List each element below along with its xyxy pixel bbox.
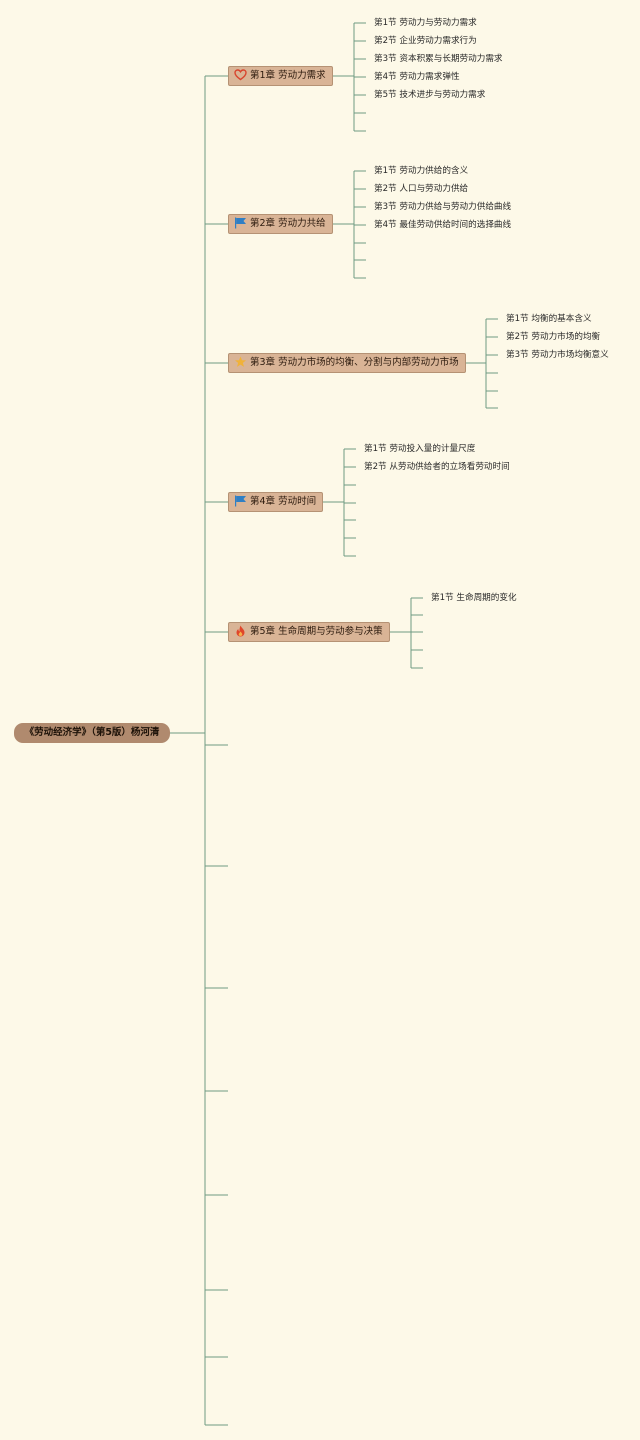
- section-node[interactable]: 第1节 劳动力供给的含义: [374, 166, 469, 176]
- section-node[interactable]: 第2节 企业劳动力需求行为: [374, 36, 477, 46]
- chapter-node-4[interactable]: 第4章 劳动时间: [228, 492, 324, 512]
- chapter-node-3[interactable]: 第3章 劳动力市场的均衡、分割与内部劳动力市场: [228, 353, 466, 373]
- chapter-node-5[interactable]: 第5章 生命周期与劳动参与决策: [228, 622, 390, 642]
- section-node[interactable]: 第1节 均衡的基本含义: [506, 314, 592, 324]
- chapter-node-2[interactable]: 第2章 劳动力共给: [228, 214, 333, 234]
- chapter-label: 第5章 生命周期与劳动参与决策: [250, 626, 383, 637]
- root-node[interactable]: 《劳动经济学》（第5版）杨河清: [14, 723, 170, 743]
- heart-icon: [234, 69, 247, 81]
- section-node[interactable]: 第3节 劳动力市场均衡意义: [506, 350, 609, 360]
- chapter-label: 第4章 劳动时间: [250, 496, 317, 507]
- section-node[interactable]: 第4节 最佳劳动供给时间的选择曲线: [374, 220, 512, 230]
- section-node[interactable]: 第1节 劳动投入量的计量尺度: [364, 444, 476, 454]
- section-node[interactable]: 第1节 劳动力与劳动力需求: [374, 18, 477, 28]
- section-node[interactable]: 第5节 技术进步与劳动力需求: [374, 90, 486, 100]
- chapter-node-1[interactable]: 第1章 劳动力需求: [228, 66, 333, 86]
- section-node[interactable]: 第4节 劳动力需求弹性: [374, 72, 460, 82]
- section-node[interactable]: 第2节 劳动力市场的均衡: [506, 332, 601, 342]
- chapter-label: 第3章 劳动力市场的均衡、分割与内部劳动力市场: [250, 357, 459, 368]
- section-node[interactable]: 第1节 生命周期的变化: [431, 593, 517, 603]
- flag-icon: [234, 495, 247, 507]
- chapter-label: 第1章 劳动力需求: [250, 70, 326, 81]
- root-label: 《劳动经济学》（第5版）杨河清: [24, 727, 160, 738]
- star-icon: [234, 356, 247, 368]
- chapter-label: 第2章 劳动力共给: [250, 218, 326, 229]
- flame-icon: [234, 625, 247, 637]
- flag-icon: [234, 217, 247, 229]
- section-node[interactable]: 第3节 劳动力供给与劳动力供给曲线: [374, 202, 512, 212]
- section-node[interactable]: 第3节 资本积累与长期劳动力需求: [374, 54, 503, 64]
- section-node[interactable]: 第2节 人口与劳动力供给: [374, 184, 469, 194]
- section-node[interactable]: 第2节 从劳动供给者的立场看劳动时间: [364, 462, 510, 472]
